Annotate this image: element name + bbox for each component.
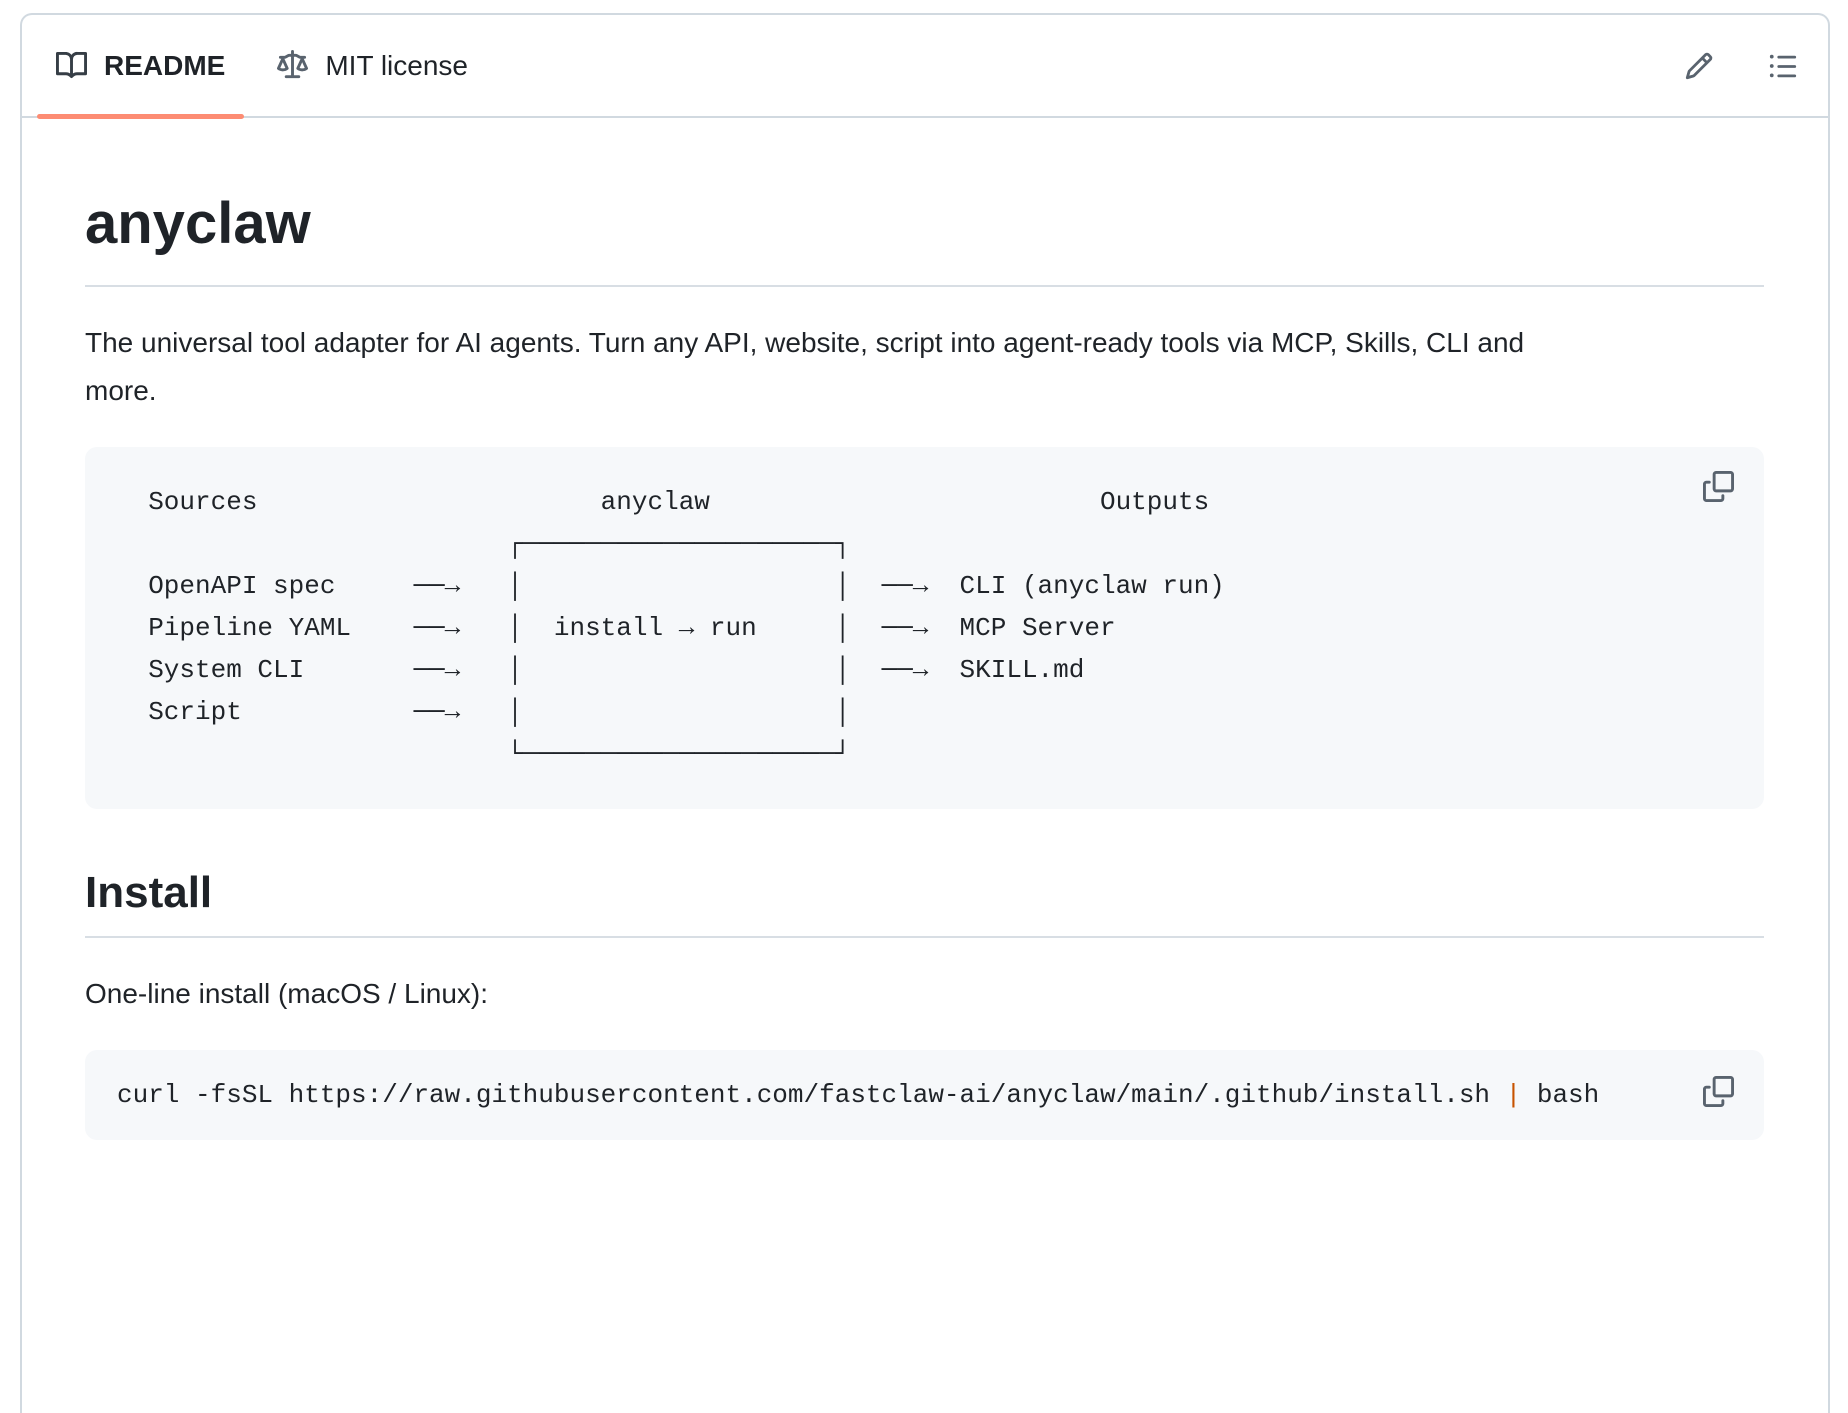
tab-readme[interactable]: README bbox=[37, 15, 245, 119]
copy-icon bbox=[1703, 470, 1734, 502]
install-intro: One-line install (macOS / Linux): bbox=[85, 977, 489, 1009]
tab-mit-license[interactable]: MIT license bbox=[258, 15, 487, 116]
copy-install-command-button[interactable] bbox=[1703, 1075, 1734, 1107]
tab-mit-license-label: MIT license bbox=[325, 49, 468, 81]
install-command-code-block: curl -fsSL https://raw.githubusercontent… bbox=[85, 1049, 1764, 1140]
readme-content: anyclaw The universal tool adapter for A… bbox=[22, 118, 1828, 1236]
shell-command-text: curl -fsSL https://raw.githubusercontent… bbox=[117, 1079, 1506, 1110]
readme-toolbar bbox=[1680, 15, 1802, 116]
book-icon bbox=[56, 51, 87, 79]
page: { "header": { "tabs": [ { "label": "READ… bbox=[20, 13, 1830, 1413]
page-title: anyclaw bbox=[85, 188, 1764, 287]
file-tab-bar: README MIT license bbox=[22, 15, 1828, 119]
architecture-diagram-code-block: Sources anyclaw Outputs ┌───────────────… bbox=[85, 446, 1764, 809]
outline-button[interactable] bbox=[1764, 47, 1802, 85]
shell-pipe-token: | bbox=[1505, 1079, 1522, 1110]
shell-command-tail: bash bbox=[1521, 1079, 1600, 1110]
install-command-text: curl -fsSL https://raw.githubusercontent… bbox=[117, 1080, 1599, 1110]
install-heading: Install bbox=[85, 865, 1764, 938]
description-paragraph: The universal tool adapter for AI agents… bbox=[85, 326, 1525, 406]
architecture-diagram-text: Sources anyclaw Outputs ┌───────────────… bbox=[148, 486, 1225, 769]
active-tab-indicator bbox=[37, 114, 245, 119]
copy-icon bbox=[1703, 1075, 1734, 1107]
edit-readme-button[interactable] bbox=[1680, 47, 1718, 85]
law-icon bbox=[277, 50, 309, 79]
readme-panel: README MIT license anyclaw The uni bbox=[20, 13, 1830, 1413]
copy-diagram-button[interactable] bbox=[1703, 470, 1734, 502]
list-unordered-icon bbox=[1769, 54, 1797, 77]
pencil-icon bbox=[1685, 52, 1713, 79]
tab-readme-label: README bbox=[104, 49, 226, 81]
